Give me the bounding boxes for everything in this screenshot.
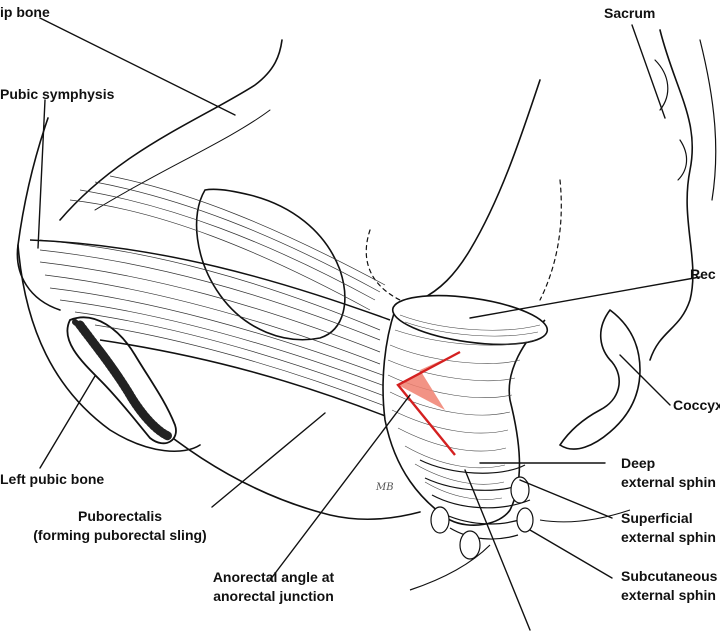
pubic-symphysis-outline [16, 117, 61, 311]
artist-signature: MB [375, 482, 394, 493]
label-anorectal-line1: Anorectal angle at [212, 569, 335, 585]
rectum-dashed-right [539, 179, 562, 301]
sphincter-fibre-right [539, 509, 631, 523]
left-pubic-bone-shape [66, 316, 177, 445]
sacrum-back [699, 39, 717, 201]
label-deep-sphincter: Deep external sphin [621, 454, 716, 492]
coccyx-outline [558, 309, 641, 450]
sacral-curve-2 [677, 139, 688, 181]
sphincter-rings [419, 459, 534, 560]
label-puborectalis-line2: (forming puborectal sling) [33, 527, 207, 543]
leader-coccyx [619, 354, 671, 406]
label-rectum: Rec [690, 266, 716, 282]
label-pubic-symphysis: Pubic symphysis [0, 86, 115, 102]
leader-left-pubic-bone [39, 375, 96, 469]
label-puborectalis: Puborectalis (forming puborectal sling) [25, 507, 215, 545]
hip-bone-outline [59, 39, 283, 221]
label-anorectal-angle: Anorectal angle at anorectal junction [196, 568, 351, 606]
label-deep-line2: external sphin [621, 474, 716, 490]
puborectalis-sling-upper [29, 239, 391, 321]
label-anorectal-line2: anorectal junction [213, 588, 334, 604]
label-deep-line1: Deep [621, 455, 656, 471]
leader-pubic-symphysis [37, 99, 46, 249]
sacrum-front [419, 79, 541, 301]
sacral-curve-1 [654, 59, 669, 111]
label-subcutaneous-sphincter: Subcutaneous external sphin [621, 567, 717, 605]
anal-tail [409, 544, 491, 591]
label-sacrum: Sacrum [604, 5, 656, 21]
label-subcutaneous-line1: Subcutaneous [621, 568, 718, 584]
puborectalis-sling-lower [99, 339, 421, 431]
leader-anorectal [269, 394, 411, 581]
label-left-pubic-bone: Left pubic bone [0, 471, 105, 487]
sacrum-outline [649, 29, 694, 361]
label-subcutaneous-line2: external sphin [621, 587, 716, 603]
leader-rectum [469, 276, 701, 319]
label-superficial-line1: Superficial [621, 510, 693, 526]
leader-superficial-sphincter [519, 479, 613, 519]
label-superficial-sphincter: Superficial external sphin [621, 509, 716, 547]
hip-bone-inner [94, 109, 271, 211]
pelvic-floor-contour [149, 419, 421, 521]
label-hip-bone: ip bone [0, 4, 50, 20]
leader-puborectalis [211, 412, 326, 508]
label-puborectalis-line1: Puborectalis [77, 508, 163, 524]
puborectalis-fibres [39, 175, 401, 413]
pubic-body [17, 244, 201, 453]
label-superficial-line2: external sphin [621, 529, 716, 545]
anorectal-angle-marker [396, 350, 461, 456]
leader-sacrum [631, 24, 666, 119]
label-coccyx: Coccyx [673, 397, 720, 413]
leader-subcutaneous-sphincter [529, 529, 613, 579]
leader-hip-bone [39, 17, 236, 116]
rectum-dashed-left [365, 229, 401, 301]
obturator-foramen [195, 188, 346, 341]
leader-anal-canal [464, 469, 531, 631]
